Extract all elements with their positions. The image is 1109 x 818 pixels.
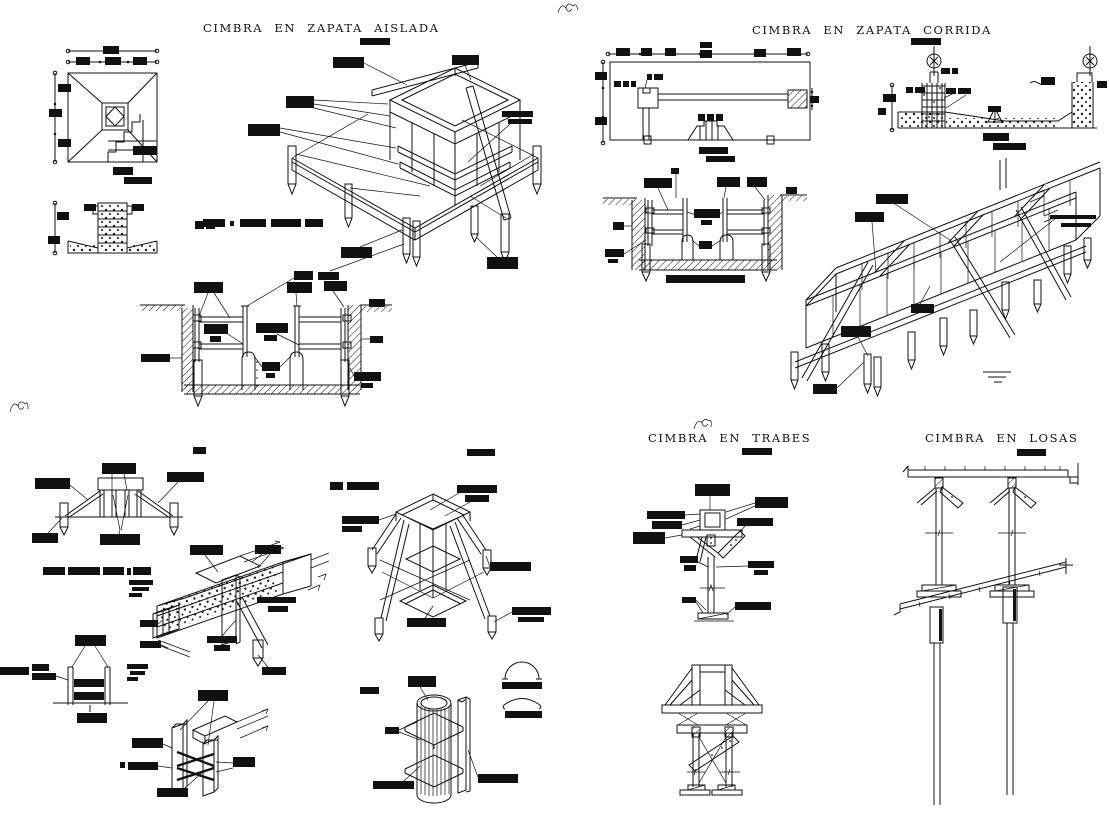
break-marks — [9, 3, 712, 430]
trabes-shoring-tower — [661, 664, 763, 796]
trabes-shore-detail — [633, 484, 788, 622]
title-underline — [360, 38, 390, 45]
bracket-elevation-detail — [0, 635, 148, 723]
title-trabes: CIMBRA EN TRABES — [648, 431, 812, 445]
title-underline — [1017, 449, 1046, 456]
zapata-corrida-isometric — [790, 158, 1101, 398]
title-zapata-aislada: CIMBRA EN ZAPATA AISLADA — [203, 21, 440, 35]
corner-tie-isometric — [120, 690, 269, 797]
losas-inclined-slab — [893, 558, 1073, 805]
arc-legend-symbols — [502, 661, 542, 718]
break-mark-icon — [557, 3, 579, 14]
title-underline — [911, 38, 941, 45]
zapata-aislada-excavation-section — [140, 277, 392, 408]
title-losas: CIMBRA EN LOSAS — [925, 431, 1079, 445]
cylindrical-column-formwork — [360, 676, 518, 804]
break-mark-icon — [9, 401, 29, 413]
column-brace-elevation — [32, 447, 206, 545]
zapata-corrida-excavation-section — [603, 168, 807, 283]
redacted-note-line — [43, 567, 153, 597]
losas-flat-slab — [902, 463, 1079, 598]
title-zapata-corrida: CIMBRA EN ZAPATA CORRIDA — [752, 23, 992, 37]
zapata-corrida-plan — [595, 42, 819, 162]
aframe-column-isometric — [330, 449, 551, 643]
zapata-corrida-cross-section — [878, 46, 1107, 150]
beam-yoke-isometric — [140, 540, 330, 675]
zapata-aislada-isometric — [203, 55, 542, 280]
title-underline — [742, 448, 772, 455]
break-mark-icon — [693, 419, 712, 430]
zapata-aislada-section — [48, 200, 215, 256]
zapata-aislada-plan — [49, 46, 160, 184]
